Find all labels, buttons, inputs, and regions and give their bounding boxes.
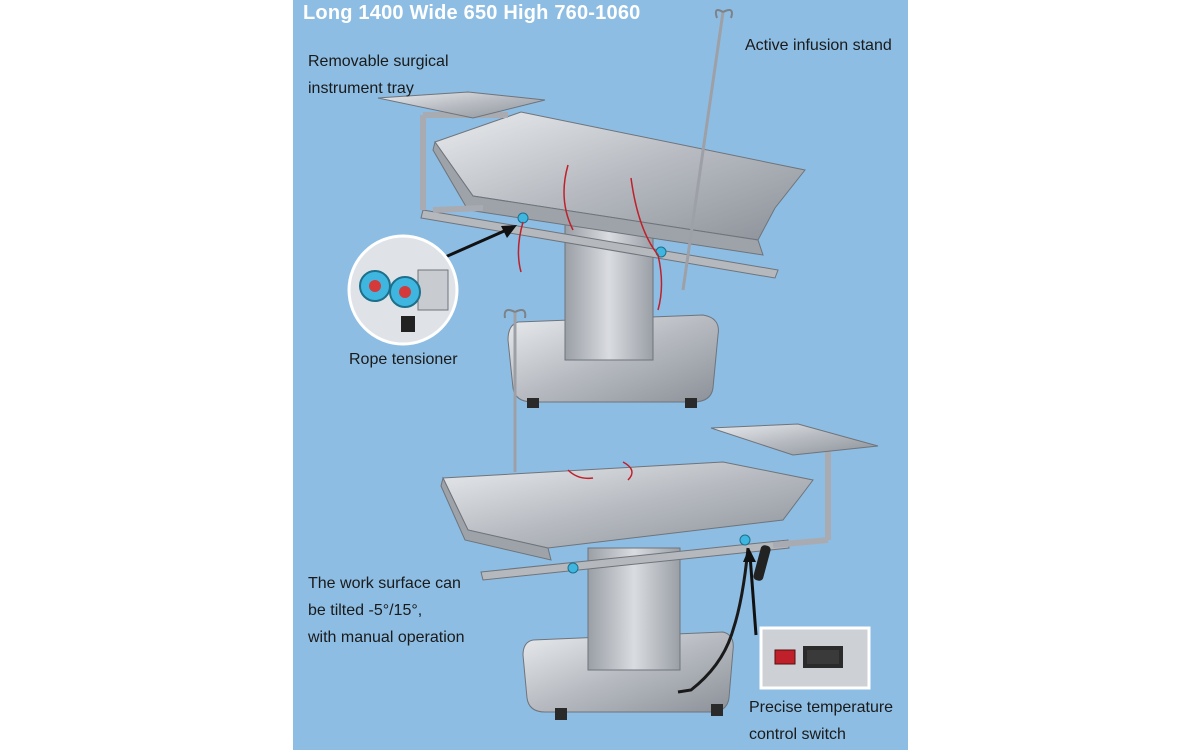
- top-table: [377, 9, 806, 408]
- temperature-switch-label-line: Precise temperature: [749, 699, 894, 716]
- rope-tensioner-arrow: [442, 225, 517, 260]
- instrument-tray-label-line: Removable surgical: [308, 53, 449, 70]
- tilt-label-line: be tilted -5°/15°,: [308, 602, 423, 619]
- instrument-tray-label: Removable surgical instrument tray: [308, 48, 449, 102]
- tilt-label-line: with manual operation: [308, 629, 465, 646]
- instrument-tray-label-line: instrument tray: [308, 80, 414, 97]
- dimensions-headline: Long 1400 Wide 650 High 760-1060: [303, 2, 641, 24]
- product-photo-panel: Long 1400 Wide 650 High 760-1060 Removab…: [293, 0, 908, 750]
- infusion-stand-label: Active infusion stand: [745, 37, 892, 54]
- temperature-switch-label-line: control switch: [749, 726, 846, 743]
- tilt-label: The work surface can be tilted -5°/15°, …: [308, 570, 465, 651]
- rope-tensioner-label: Rope tensioner: [349, 351, 458, 368]
- rope-tensioner-zoom: [347, 234, 459, 346]
- temperature-switch-inset: [759, 626, 871, 690]
- switch-arrow: [743, 548, 758, 636]
- bottom-table: [440, 309, 879, 720]
- product-illustration: [347, 9, 879, 720]
- tilt-label-line: The work surface can: [308, 575, 461, 592]
- temperature-switch-label: Precise temperature control switch: [749, 694, 893, 748]
